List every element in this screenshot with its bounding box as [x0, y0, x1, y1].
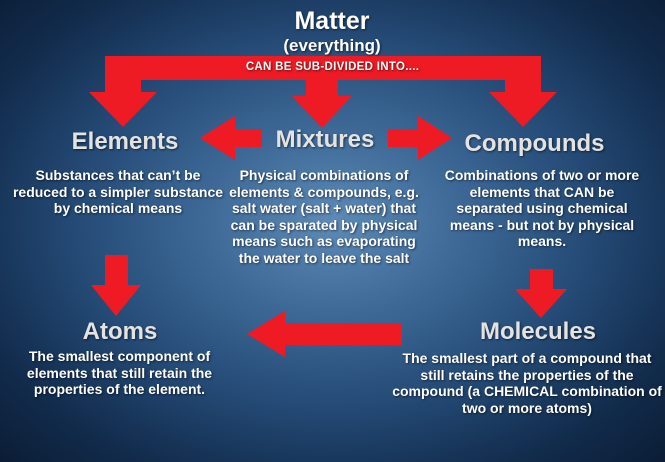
heading-molecules: Molecules — [479, 318, 597, 345]
heading-elements: Elements — [71, 128, 179, 155]
arrow-mixtures-to-compounds — [388, 116, 452, 160]
heading-atoms: Atoms — [82, 318, 158, 345]
banner-arrow — [89, 56, 557, 128]
arrow-elements-to-atoms — [91, 255, 141, 316]
title-matter: Matter — [294, 7, 370, 35]
banner-label: CAN BE SUB-DIVIDED INTO.... — [245, 61, 420, 73]
desc-molecules: The smallest part of a compound that sti… — [392, 350, 662, 416]
subtitle-everything: (everything) — [283, 36, 381, 55]
desc-mixtures: Physical combinations of elements & comp… — [229, 167, 419, 266]
arrow-molecules-to-atoms — [247, 311, 402, 357]
desc-atoms: The smallest component of elements that … — [26, 348, 213, 398]
desc-compounds: Combinations of two or more elements tha… — [444, 167, 640, 250]
desc-elements: Substances that can’t be reduced to a si… — [12, 167, 224, 217]
arrow-compounds-to-molecules — [515, 269, 567, 318]
arrow-mixtures-to-elements — [200, 116, 262, 160]
heading-mixtures: Mixtures — [275, 126, 375, 153]
heading-compounds: Compounds — [464, 130, 605, 157]
